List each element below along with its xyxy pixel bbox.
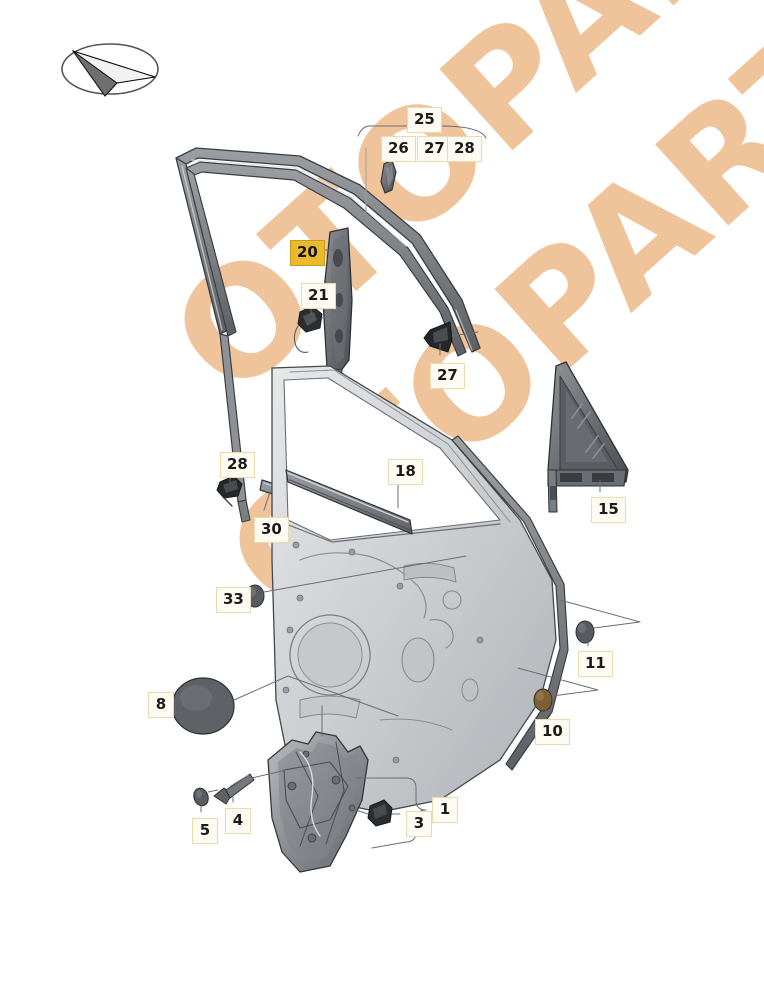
- part-sealing-plug-5: [193, 787, 209, 807]
- leader-5b: [207, 789, 219, 793]
- callout-33[interactable]: 33: [216, 587, 251, 613]
- leader-3b: [349, 807, 369, 815]
- callout-3[interactable]: 3: [406, 811, 432, 837]
- part-trim-clip-26: [380, 159, 397, 194]
- leader-30: [263, 491, 271, 511]
- callout-4[interactable]: 4: [225, 808, 251, 834]
- callout-27[interactable]: 27: [430, 363, 465, 389]
- part-sealing-plug-10: [533, 688, 553, 712]
- callout-10[interactable]: 10: [535, 719, 570, 745]
- callout-28[interactable]: 28: [220, 452, 255, 478]
- callout-15[interactable]: 15: [591, 497, 626, 523]
- part-sealing-plug-11: [575, 620, 595, 644]
- callout-26[interactable]: 26: [381, 136, 416, 162]
- leader-bracket-25: [357, 125, 487, 139]
- callout-5[interactable]: 5: [192, 818, 218, 844]
- part-seal-clip-28: [216, 475, 243, 507]
- leader-4b: [251, 769, 287, 779]
- leader-21b: [321, 311, 347, 319]
- callout-21[interactable]: 21: [301, 283, 336, 309]
- leader-11b: [559, 599, 641, 629]
- part-bolt-4: [213, 773, 255, 805]
- callout-8[interactable]: 8: [148, 692, 174, 718]
- leader-27b: [451, 331, 479, 337]
- callout-20[interactable]: 20: [290, 240, 325, 266]
- part-motor-connector-3: [367, 799, 393, 827]
- part-door-frame-seal-25: [175, 147, 481, 523]
- part-large-access-cap-8: [171, 677, 235, 735]
- callout-25[interactable]: 25: [407, 107, 442, 133]
- leader-8b: [233, 675, 399, 717]
- part-window-guide-clip-21: [293, 305, 323, 353]
- leader-bracket-1-upper: [355, 777, 427, 811]
- part-outer-belt-weatherstrip-18: [285, 469, 413, 535]
- callout-1[interactable]: 1: [432, 797, 458, 823]
- leader-33b: [263, 555, 467, 593]
- leader-10b: [517, 667, 599, 697]
- part-triangular-corner-trim-15: [547, 361, 629, 513]
- callout-11[interactable]: 11: [578, 651, 613, 677]
- callout-30[interactable]: 30: [254, 517, 289, 543]
- part-seal-clip-27: [423, 321, 453, 353]
- part-window-regulator-assembly-1: [267, 731, 369, 873]
- callout-18[interactable]: 18: [388, 459, 423, 485]
- callout-28-top[interactable]: 28: [447, 136, 482, 162]
- arrow-in-ellipse-logo: [61, 43, 159, 97]
